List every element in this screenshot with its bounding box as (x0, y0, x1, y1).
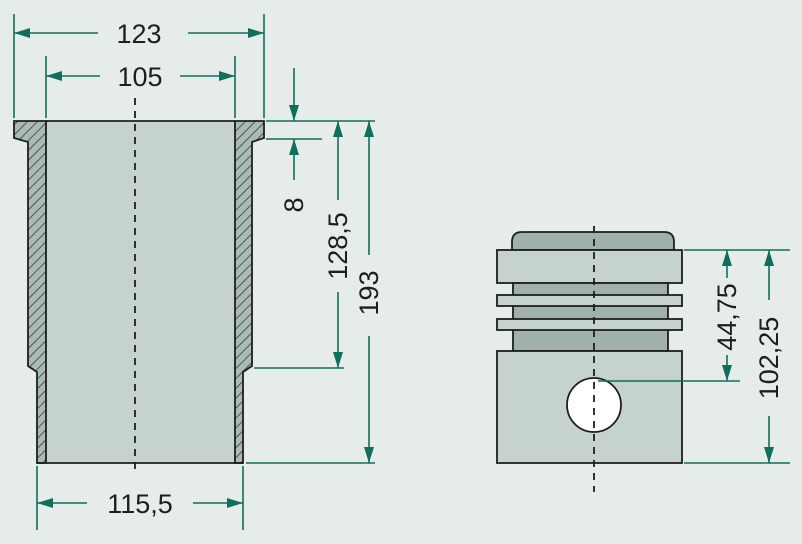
piston-crown (511, 231, 675, 251)
dim-piston-total-height: 102,25 (754, 317, 784, 400)
dim-liner-bottom-width: 115,5 (107, 489, 173, 519)
liner-right-wall (234, 120, 265, 464)
piston-ring-zone (512, 282, 669, 352)
cylinder-liner (13, 98, 265, 475)
dim-liner-total-length: 193 (354, 270, 384, 315)
dim-liner-bore: 105 (117, 62, 162, 92)
piston-ring-1 (496, 294, 683, 307)
piston (496, 226, 683, 492)
liner-bore (46, 121, 235, 463)
dim-liner-upper-length: 128,5 (323, 212, 353, 280)
piston-dimensions: 44,75 102,25 (598, 249, 790, 464)
liner-left-wall (13, 120, 47, 464)
liner-dimensions: 123 105 115,5 8 128,5 193 (13, 14, 384, 530)
dim-piston-pin-height: 44,75 (712, 283, 742, 351)
dim-liner-top-width: 123 (116, 19, 161, 49)
dim-liner-collar: 8 (279, 197, 309, 212)
piston-pin-bore (566, 377, 622, 433)
piston-top-land (496, 249, 683, 284)
piston-ring-2 (496, 318, 683, 331)
